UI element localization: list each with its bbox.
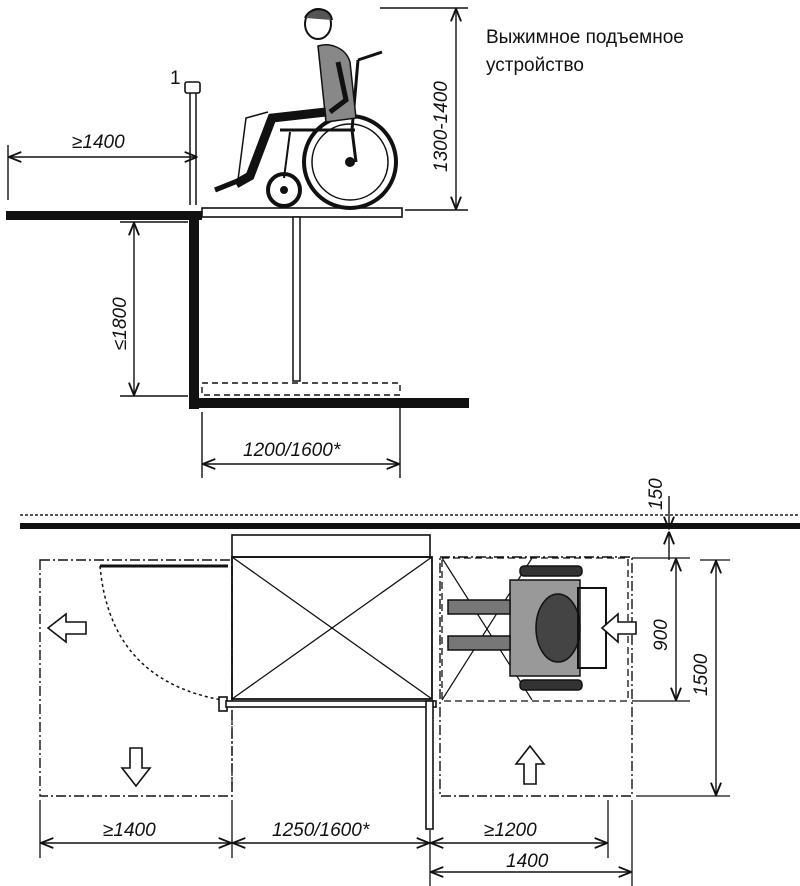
elevation-view: 1 ≥1400 [6,7,469,478]
door-swing-arc [99,565,223,701]
dim-approach-depth-label: 1500 [691,653,712,696]
dim-wall-gap: 150 [646,478,669,560]
arrow-left-entry-icon [600,612,637,644]
dim-approach-length: ≥1400 [7,132,196,200]
dim-approach-length-label: ≥1400 [72,132,125,153]
dim-platform-width: 900 [632,557,690,702]
plan-view: 150 900 1500 ≥1400 12 [20,478,800,886]
dim-approach-depth: 1500 [636,559,730,797]
arrow-down-icon [120,747,152,788]
dim-platform-width-label: 900 [651,619,672,651]
arrow-left-icon [46,612,87,644]
right-zone [439,556,633,797]
dim-lift-height-label: ≤1800 [110,297,131,350]
lift-platform-raised [201,207,403,218]
upper-floor-slab [6,211,202,220]
plan-wall [20,523,800,529]
diagram-title: Выжимное подъемное устройство [486,24,786,80]
dim-platform-depth: 1200/1600* [201,400,401,478]
pit-wall [189,211,199,409]
title-line-1: Выжимное подъемное [486,27,684,48]
lift-gate [225,700,437,708]
dim-wall-gap-label: 150 [646,478,667,510]
dim-platform-length-label: 1250/1600* [272,820,370,841]
lift-shaft [231,534,431,558]
dim-platform-rise-label: 1300-1400 [431,81,452,172]
dim-right-total-label: 1400 [506,851,549,872]
lift-gate-post [425,700,434,830]
lift-platform-plan [231,556,433,700]
dim-platform-rise: 1300-1400 [380,7,468,211]
dim-right-clear-label: ≥1200 [484,820,537,841]
dim-platform-depth-label: 1200/1600* [243,440,341,461]
lift-platform-lowered [201,382,401,396]
lift-piston [292,216,301,382]
arrow-up-icon [514,744,546,785]
title-line-2: устройство [486,55,584,76]
dim-chain-bottom: ≥1400 1250/1600* ≥1200 1400 [39,800,633,886]
wheelchair-user-side [214,8,398,210]
control-post [184,81,201,205]
wheelchair-user-plan [447,565,607,691]
post-callout-number: 1 [170,68,181,89]
dim-left-zone-label: ≥1400 [103,820,156,841]
dim-lift-height: ≤1800 [110,221,188,397]
lower-floor-slab [189,398,469,408]
